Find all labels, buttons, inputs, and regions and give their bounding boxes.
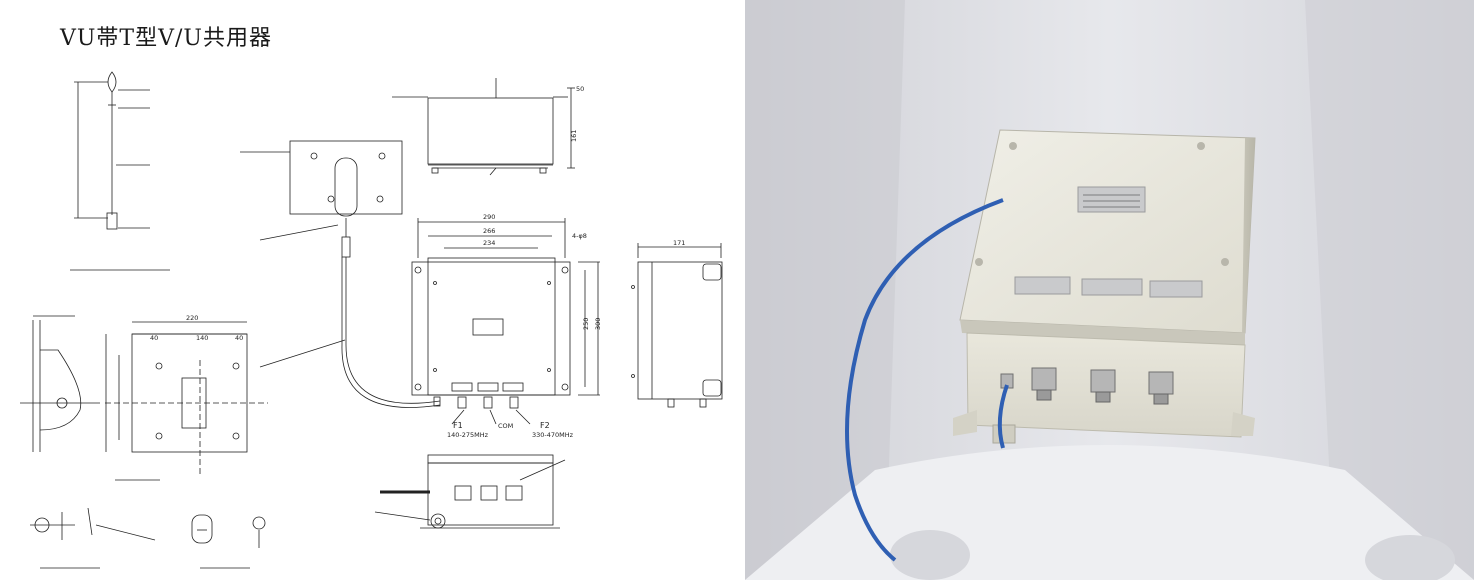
bottom-view-drawing <box>374 454 566 529</box>
mounting-plate-drawing <box>240 140 441 408</box>
dim-40-right: 40 <box>235 334 243 342</box>
connector-f1 <box>1031 367 1057 401</box>
dim-290: 290 <box>483 213 495 221</box>
dim-300: 300 <box>594 318 602 330</box>
enclosure-box <box>953 129 1256 444</box>
small-parts-drawing <box>30 507 266 569</box>
dim-hole: 4-φ8 <box>572 232 587 240</box>
technical-drawing-panel: VU帯T型V/U共用器 <box>20 26 723 569</box>
dim-40-left: 40 <box>150 334 158 342</box>
connector-f2 <box>1148 371 1174 405</box>
bracket-side-drawing <box>20 315 100 452</box>
port-f2-range: 330-470MHz <box>532 431 574 439</box>
wire-assembly-drawing <box>70 71 170 271</box>
product-photo <box>745 0 1474 580</box>
dim-234: 234 <box>483 239 495 247</box>
product-photo-panel <box>745 0 1474 580</box>
dim-266: 266 <box>483 227 495 235</box>
dim-250: 250 <box>582 318 590 330</box>
port-com-label: COM <box>498 422 513 430</box>
front-view-drawing <box>411 218 600 425</box>
port-f1-label: F1 <box>453 421 463 430</box>
connector-com <box>1090 369 1116 403</box>
top-view-drawing <box>392 78 575 176</box>
bracket-front-drawing <box>105 321 268 481</box>
port-f2-label: F2 <box>540 421 550 430</box>
blue-cable <box>845 198 1004 562</box>
dim-161: 161 <box>570 130 578 142</box>
side-view-drawing <box>631 243 723 408</box>
port-f1-range: 140-275MHz <box>447 431 489 439</box>
technical-drawing: 290 266 234 4-φ8 250 300 171 220 140 40 … <box>20 71 723 569</box>
dim-140: 140 <box>196 334 208 342</box>
dim-171: 171 <box>673 239 685 247</box>
dim-50: 50 <box>576 85 584 93</box>
page-title: VU帯T型V/U共用器 <box>60 26 272 51</box>
dim-220: 220 <box>186 314 198 322</box>
